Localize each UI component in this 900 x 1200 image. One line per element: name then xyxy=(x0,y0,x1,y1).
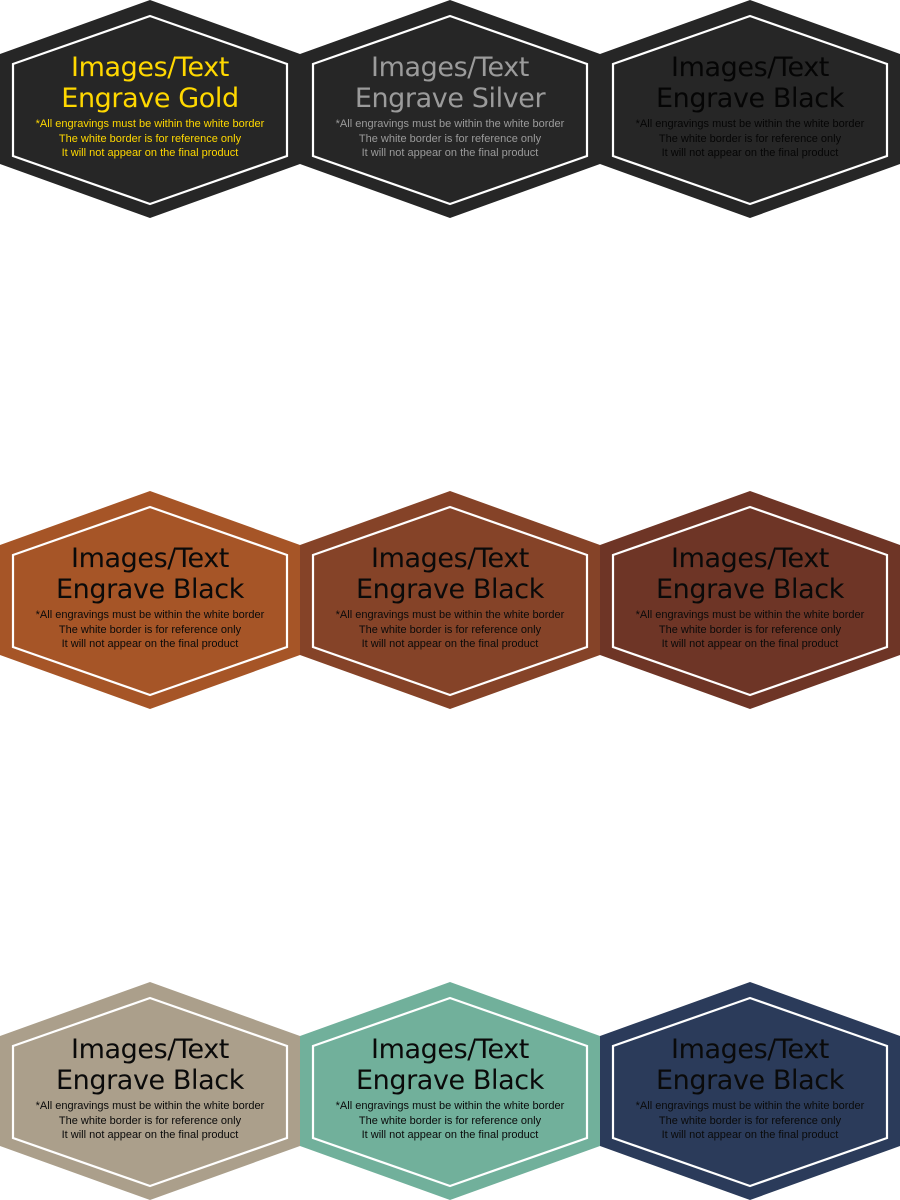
note-line-1: *All engravings must be within the white… xyxy=(35,118,265,130)
hexagon-patch-shape xyxy=(0,0,300,218)
hexagon-patch-shape xyxy=(0,982,300,1200)
engraving-text: Images/Text Engrave Silver *All engravin… xyxy=(300,52,600,161)
title-line-2: Engrave Black xyxy=(656,574,844,605)
patch-tan: Images/Text Engrave Black *All engraving… xyxy=(0,982,300,1200)
title-line-2: Engrave Black xyxy=(56,1065,244,1096)
note-line-3: It will not appear on the final product xyxy=(61,1129,239,1141)
note-line-1: *All engravings must be within the white… xyxy=(335,1100,565,1112)
note-line-1: *All engravings must be within the white… xyxy=(335,609,565,621)
note-line-2: The white border is for reference only xyxy=(358,1114,542,1127)
title-line-2: Engrave Silver xyxy=(354,83,546,114)
patch-row-1: Images/Text Engrave Gold *All engravings… xyxy=(0,0,900,218)
hexagon-patch-shape xyxy=(600,491,900,709)
hexagon-patch-shape xyxy=(0,491,300,709)
engraving-text: Images/Text Engrave Gold *All engravings… xyxy=(0,52,300,161)
patch-black-gold: Images/Text Engrave Gold *All engravings… xyxy=(0,0,300,218)
title-line-2: Engrave Black xyxy=(656,1065,844,1096)
patch-dark-brown: Images/Text Engrave Black *All engraving… xyxy=(600,491,900,709)
patch-light-brown: Images/Text Engrave Black *All engraving… xyxy=(0,491,300,709)
note-line-1: *All engravings must be within the white… xyxy=(635,118,865,130)
engraving-text: Images/Text Engrave Black *All engraving… xyxy=(300,1034,600,1143)
engraving-text: Images/Text Engrave Black *All engraving… xyxy=(600,52,900,161)
note-line-2: The white border is for reference only xyxy=(58,1114,242,1127)
title-line-1: Images/Text xyxy=(371,543,529,574)
engraving-text: Images/Text Engrave Black *All engraving… xyxy=(300,543,600,652)
engraving-text: Images/Text Engrave Black *All engraving… xyxy=(0,543,300,652)
title-line-1: Images/Text xyxy=(71,543,229,574)
title-line-1: Images/Text xyxy=(671,1034,829,1065)
hexagon-patch-shape xyxy=(300,491,600,709)
hexagon-patch-shape xyxy=(600,982,900,1200)
title-line-2: Engrave Black xyxy=(56,574,244,605)
note-line-3: It will not appear on the final product xyxy=(361,638,539,650)
title-line-2: Engrave Black xyxy=(656,83,844,114)
note-line-3: It will not appear on the final product xyxy=(361,147,539,159)
note-line-2: The white border is for reference only xyxy=(358,132,542,145)
note-line-3: It will not appear on the final product xyxy=(361,1129,539,1141)
patch-row-2: Images/Text Engrave Black *All engraving… xyxy=(0,491,900,709)
title-line-1: Images/Text xyxy=(371,52,529,83)
engraving-text: Images/Text Engrave Black *All engraving… xyxy=(600,543,900,652)
note-line-1: *All engravings must be within the white… xyxy=(635,1100,865,1112)
patch-black-silver: Images/Text Engrave Silver *All engravin… xyxy=(300,0,600,218)
note-line-1: *All engravings must be within the white… xyxy=(635,609,865,621)
title-line-1: Images/Text xyxy=(671,543,829,574)
note-line-2: The white border is for reference only xyxy=(58,623,242,636)
patch-teal: Images/Text Engrave Black *All engraving… xyxy=(300,982,600,1200)
note-line-2: The white border is for reference only xyxy=(58,132,242,145)
hexagon-patch-shape xyxy=(300,982,600,1200)
note-line-1: *All engravings must be within the white… xyxy=(335,118,565,130)
note-line-2: The white border is for reference only xyxy=(358,623,542,636)
note-line-1: *All engravings must be within the white… xyxy=(35,1100,265,1112)
engraving-text: Images/Text Engrave Black *All engraving… xyxy=(0,1034,300,1143)
note-line-3: It will not appear on the final product xyxy=(61,638,239,650)
engraving-text: Images/Text Engrave Black *All engraving… xyxy=(600,1034,900,1143)
note-line-3: It will not appear on the final product xyxy=(661,638,839,650)
patch-row-3: Images/Text Engrave Black *All engraving… xyxy=(0,982,900,1200)
patch-navy: Images/Text Engrave Black *All engraving… xyxy=(600,982,900,1200)
hexagon-patch-shape xyxy=(600,0,900,218)
hexagon-patch-shape xyxy=(300,0,600,218)
note-line-2: The white border is for reference only xyxy=(658,623,842,636)
title-line-2: Engrave Gold xyxy=(61,83,239,114)
note-line-1: *All engravings must be within the white… xyxy=(35,609,265,621)
title-line-1: Images/Text xyxy=(371,1034,529,1065)
patch-black-black: Images/Text Engrave Black *All engraving… xyxy=(600,0,900,218)
note-line-2: The white border is for reference only xyxy=(658,1114,842,1127)
title-line-1: Images/Text xyxy=(71,52,229,83)
title-line-1: Images/Text xyxy=(671,52,829,83)
note-line-2: The white border is for reference only xyxy=(658,132,842,145)
note-line-3: It will not appear on the final product xyxy=(61,147,239,159)
title-line-2: Engrave Black xyxy=(356,574,544,605)
patch-medium-brown: Images/Text Engrave Black *All engraving… xyxy=(300,491,600,709)
title-line-1: Images/Text xyxy=(71,1034,229,1065)
note-line-3: It will not appear on the final product xyxy=(661,147,839,159)
note-line-3: It will not appear on the final product xyxy=(661,1129,839,1141)
title-line-2: Engrave Black xyxy=(356,1065,544,1096)
